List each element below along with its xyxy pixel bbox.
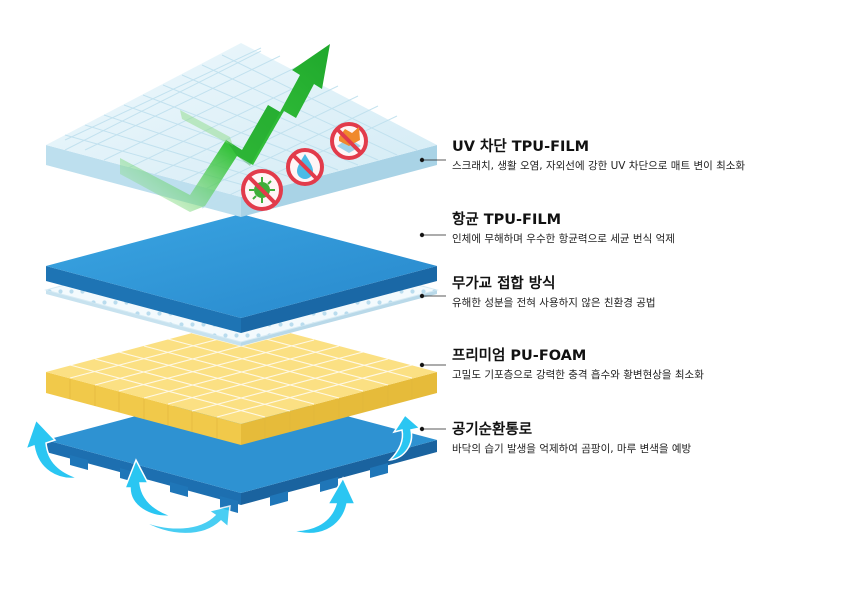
callout-description: 고밀도 기포층으로 강력한 충격 흡수와 황변현상을 최소화 — [452, 369, 704, 381]
uv-film-layer — [46, 43, 437, 217]
antibacterial-layer — [46, 214, 437, 333]
callout-description: 바닥의 습기 발생을 억제하여 곰팡이, 마루 변색을 예방 — [452, 443, 692, 455]
leader-dot — [419, 232, 425, 238]
growth-arrow-icon — [120, 44, 330, 212]
callout-title: 프리미엄 PU-FOAM — [452, 348, 587, 364]
callout-bonding-method: 무가교 접합 방식 유해한 성분을 전혀 사용하지 않은 친환경 공법 — [452, 275, 837, 311]
callout-uv-film: UV 차단 TPU-FILM 스크래치, 생활 오염, 자외선에 강한 UV 차… — [452, 138, 837, 174]
callout-title: 항균 TPU-FILM — [452, 212, 562, 228]
callout-title: 무가교 접합 방식 — [452, 276, 556, 292]
callout-description: 스크래치, 생활 오염, 자외선에 강한 UV 차단으로 매트 변이 최소화 — [452, 160, 746, 172]
callout-description: 인체에 무해하며 우수한 항균력으로 세균 번식 억제 — [452, 233, 675, 245]
callout-antibacterial-film: 항균 TPU-FILM 인체에 무해하며 우수한 항균력으로 세균 번식 억제 — [452, 211, 837, 247]
leader-dot — [419, 426, 425, 432]
leader-dot — [419, 157, 425, 163]
no-bacteria-icon — [241, 169, 283, 211]
callout-air-channel: 공기순환통로 바닥의 습기 발생을 억제하여 곰팡이, 마루 변색을 예방 — [452, 421, 837, 457]
leader-lines — [419, 157, 446, 432]
callout-title: UV 차단 TPU-FILM — [452, 139, 590, 155]
callout-title: 공기순환통로 — [452, 422, 533, 438]
no-fire-icon — [330, 122, 368, 160]
foam-layer — [46, 320, 437, 445]
callout-pu-foam: 프리미엄 PU-FOAM 고밀도 기포층으로 강력한 충격 흡수와 황변현상을 … — [452, 347, 837, 383]
leader-dot — [419, 362, 425, 368]
airflow-arrow-icon — [24, 413, 422, 535]
no-water-drop-icon — [286, 148, 324, 186]
leader-dot — [419, 293, 425, 299]
callout-description: 유해한 성분을 전혀 사용하지 않은 친환경 공법 — [452, 297, 656, 309]
